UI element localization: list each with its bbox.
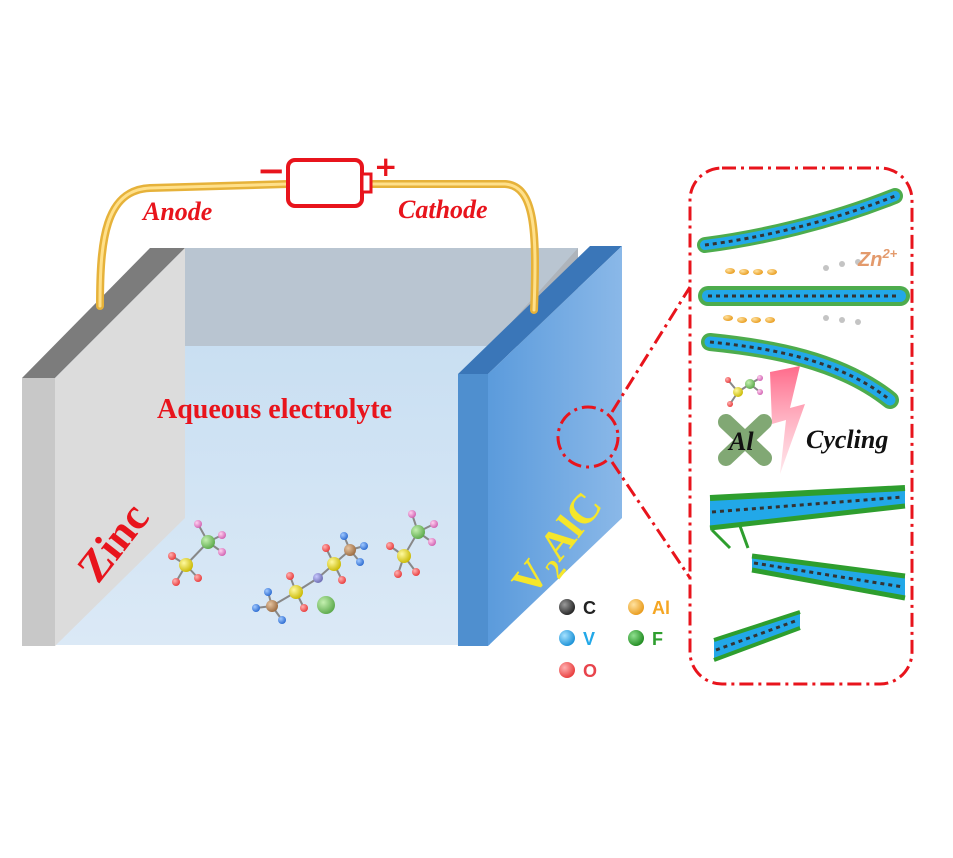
legend-item-c: C <box>559 598 596 618</box>
molecule-triflate-right <box>386 510 438 578</box>
molecule-triflate-left <box>168 520 226 586</box>
leaving-molecule <box>725 375 763 407</box>
al-removed-cross-icon <box>718 414 772 466</box>
anode-label: Anode <box>141 197 212 226</box>
v2alc-layers-after <box>709 485 906 662</box>
zn-ion-label: Zn2+ <box>857 246 898 271</box>
al-atoms-row <box>723 268 777 323</box>
v2alc-cathode-plate <box>458 246 622 646</box>
svg-text:F: F <box>652 629 663 649</box>
plus-sign: + <box>374 150 397 183</box>
svg-text:O: O <box>583 661 597 681</box>
atom-legend: C Al V F O <box>559 598 670 681</box>
legend-item-f: F <box>628 629 663 649</box>
battery-icon <box>286 158 364 208</box>
molecule-tfsi-center <box>252 532 368 624</box>
exfoliated-sheet-2 <box>751 553 906 601</box>
electrolyte-back <box>55 248 578 346</box>
zinc-anode-plate <box>22 248 185 646</box>
electrolyte-label: Aqueous electrolyte <box>157 394 392 425</box>
exfoliated-sheet-1 <box>709 485 906 550</box>
svg-text:C: C <box>583 598 596 618</box>
minus-sign: − <box>257 151 286 191</box>
cathode-label: Cathode <box>398 195 488 224</box>
v2alc-layers-before: Zn2+ <box>697 188 910 409</box>
layer-bottom <box>701 333 899 409</box>
zoom-line-top <box>610 286 692 413</box>
cycling-bolt-icon <box>770 366 805 474</box>
battery-cell <box>22 246 622 646</box>
svg-text:V: V <box>583 629 595 649</box>
zoom-panel-frame <box>688 166 914 686</box>
exfoliated-sheet-3 <box>713 610 801 662</box>
svg-text:Al: Al <box>652 598 670 618</box>
legend-item-v: V <box>559 629 595 649</box>
legend-item-al: Al <box>628 598 670 618</box>
zn-vacancy-dots <box>823 259 861 325</box>
zoom-callout <box>556 166 914 686</box>
zoom-circle <box>556 405 620 469</box>
cycling-label: Cycling <box>806 425 888 454</box>
legend-item-o: O <box>559 661 597 681</box>
external-circuit: − + Anode Cathode <box>96 150 539 314</box>
zoom-line-bottom <box>610 461 692 579</box>
al-removed-label: Al <box>727 427 754 456</box>
layer-top <box>697 188 903 253</box>
